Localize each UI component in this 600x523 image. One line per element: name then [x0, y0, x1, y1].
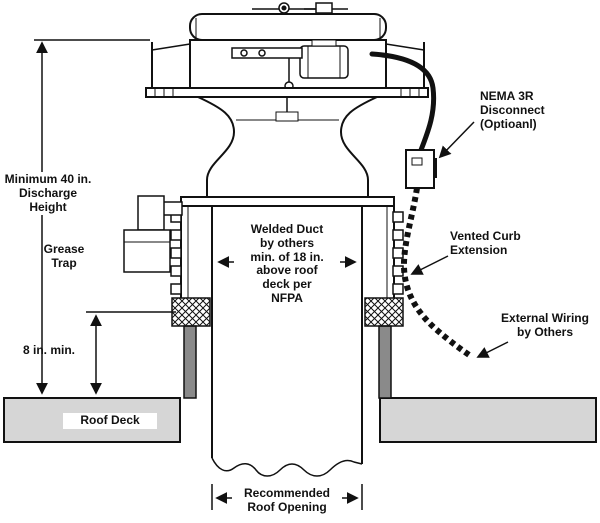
grease-trap-box	[123, 229, 171, 273]
label-welded-duct: Welded Duct by others min. of 18 in. abo…	[250, 222, 324, 305]
curb-vents-left	[170, 211, 182, 295]
label-roof-opening: Recommended Roof Opening	[232, 486, 342, 516]
external-wiring-leader-arrow	[476, 341, 509, 358]
welded-duct	[211, 206, 363, 477]
nema-disconnect-box	[405, 149, 435, 189]
shroud-gusset-left	[151, 43, 191, 51]
label-roof-deck: Roof Deck	[63, 413, 157, 429]
fan-top-cap	[189, 13, 387, 41]
motor-mount	[311, 39, 337, 47]
fan-unit	[145, 2, 429, 207]
fan-top-hardware	[252, 2, 348, 14]
flange-ticks	[154, 88, 420, 97]
flashing-hatch-right	[364, 297, 404, 327]
bowl-hub	[275, 111, 299, 122]
motor	[299, 45, 349, 79]
venturi-bowl-left	[197, 96, 236, 197]
shroud-gusset-right	[385, 43, 425, 51]
flashing-hatch-left	[171, 297, 211, 327]
label-8in-min: 8 in. min.	[22, 343, 75, 357]
nema-leader-arrow	[438, 121, 475, 159]
pulley-bolt	[240, 49, 248, 57]
vented-curb-leader-arrow	[410, 255, 449, 275]
pulley-bolt	[258, 49, 266, 57]
disconnect-window	[411, 157, 423, 166]
curb-vents-right	[392, 211, 404, 295]
power-cable	[369, 51, 437, 153]
curb-flashing	[171, 297, 404, 327]
belt-guard	[231, 47, 303, 59]
label-external-wiring: External Wiring by Others	[501, 311, 589, 339]
curb-post-right	[378, 325, 392, 399]
electrical	[369, 51, 474, 360]
curb-posts	[183, 325, 392, 399]
label-nema-disconnect: NEMA 3R Disconnect (Optioanl)	[480, 89, 545, 131]
curb-post-left	[183, 325, 197, 399]
flexible-conduit	[400, 187, 474, 360]
venturi-bowl-right	[339, 96, 378, 197]
grease-trap-elbow	[137, 195, 165, 231]
vented-curb	[170, 206, 404, 298]
grease-trap-assembly	[123, 195, 183, 273]
label-grease-trap: Grease Trap	[43, 242, 85, 270]
shroud-flange-band	[145, 87, 429, 98]
duct-break-line	[211, 457, 363, 477]
fan-base-flange	[180, 196, 395, 207]
label-vented-curb: Vented Curb Extension	[450, 229, 521, 257]
label-discharge-height: Minimum 40 in. Discharge Height	[0, 172, 96, 216]
roof-deck-right	[379, 397, 597, 443]
grease-trap-pipe	[161, 201, 183, 216]
